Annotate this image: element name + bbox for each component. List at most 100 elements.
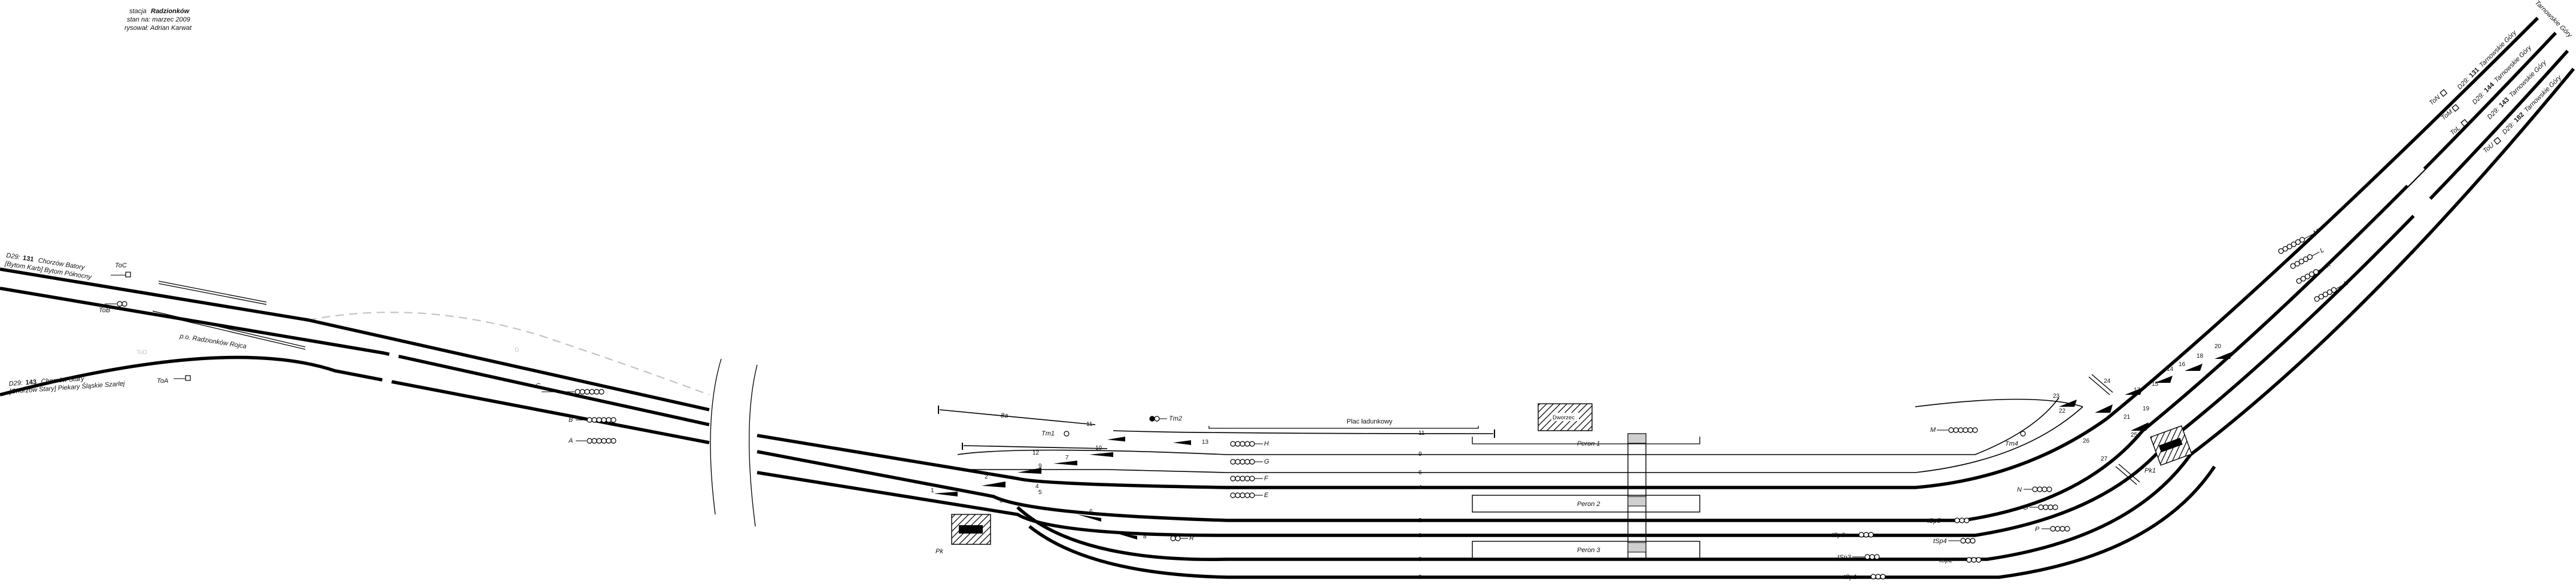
- track-line182-right: [2189, 68, 2575, 456]
- switch-wedge-20: [2214, 352, 2232, 359]
- indicator-tob: ToB: [99, 301, 127, 314]
- loading-yard: [1208, 426, 1479, 429]
- svg-text:143: 143: [2498, 96, 2510, 109]
- switch-5: 5: [1038, 489, 1042, 496]
- switch-19: 19: [2143, 406, 2150, 412]
- track-11: [1113, 430, 1494, 434]
- switch-wedge-24: [2125, 388, 2143, 395]
- switch-1: 1: [931, 488, 934, 494]
- shunting-sp3: tSp3: [1837, 554, 1880, 561]
- switch-wedge-10: [1089, 452, 1113, 457]
- stop-name: p.o. Radzionków Rojca: [179, 333, 247, 351]
- svg-text:Tm1: Tm1: [1041, 430, 1055, 437]
- svg-text:ToB: ToB: [99, 307, 110, 314]
- switch-wedge-8: [1113, 532, 1137, 540]
- switch-18: 18: [2197, 353, 2204, 359]
- svg-text:D29:: D29:: [2486, 106, 2501, 121]
- svg-text:tSp5: tSp5: [1927, 517, 1942, 525]
- left-approach: p.o. Radzionków Rojca D29: 131 Chorzów B…: [0, 252, 758, 527]
- signal-tm4: Tm4: [2005, 431, 2026, 447]
- track-label-4: 4: [1418, 485, 1422, 491]
- signal-b: B: [569, 416, 616, 423]
- platform-2: [1472, 495, 1700, 513]
- stop-platform-a: [158, 281, 267, 305]
- svg-text:tSp3: tSp3: [1837, 554, 1852, 561]
- switch-6: 6: [1089, 508, 1093, 515]
- track-4-right-loop: [1915, 398, 2083, 407]
- switch-wedge-1: [934, 492, 958, 496]
- switch-wedge-4: [1017, 468, 1041, 474]
- svg-text:A: A: [568, 437, 573, 444]
- crossing-mark-b: [2115, 464, 2140, 485]
- track-label-9: 9: [1418, 451, 1422, 458]
- svg-text:tSp1: tSp1: [1843, 574, 1857, 581]
- svg-text:ToC: ToC: [115, 262, 127, 269]
- svg-text:ToM: ToM: [2440, 108, 2455, 122]
- signal-tm2: Tm2: [1149, 415, 1182, 422]
- switch-21: 21: [2124, 414, 2131, 421]
- signal-g: G: [1230, 458, 1269, 465]
- signal-c: C: [536, 382, 604, 395]
- signal-l-right: L: [2290, 246, 2325, 269]
- gray-label-d: D: [515, 347, 519, 354]
- svg-text:Pk: Pk: [935, 548, 943, 555]
- switch-wedge-21: [2131, 422, 2149, 431]
- switch-20: 20: [2214, 343, 2222, 350]
- label-line143: D29: 143 Chorzów Stary [Chorzów Stary] P…: [8, 375, 125, 395]
- header-state: stan na: marzec 2009: [127, 16, 190, 23]
- loading-yard-label: Plac ładunkowy: [1347, 418, 1393, 425]
- track-9: [957, 397, 2059, 455]
- track-4: [757, 417, 2108, 489]
- track-label-6: 6: [1418, 470, 1422, 476]
- track-label-8a: 8a: [1001, 412, 1008, 419]
- switch-wedge-6: [1077, 514, 1101, 522]
- svg-text:P: P: [2035, 526, 2040, 533]
- signal-o: O: [2023, 504, 2058, 511]
- indicator-toa: ToA: [157, 375, 191, 385]
- switch-wedge-13: [1173, 440, 1191, 445]
- switch-8: 8: [1143, 534, 1147, 540]
- right-approach: 14 15 16 17 18 19 20 21 22 23 24 25 26 2…: [1831, 0, 2575, 581]
- svg-text:D29:: D29:: [2471, 91, 2486, 106]
- track-1: [757, 441, 2168, 537]
- svg-text:Tm2: Tm2: [1169, 415, 1182, 422]
- svg-text:tSp6: tSp6: [1831, 532, 1846, 539]
- platform-1: [1472, 437, 1700, 444]
- header-title-prefix: stacja: [129, 8, 147, 15]
- track-3: [1016, 453, 2192, 562]
- svg-text:ToN: ToN: [2428, 94, 2442, 107]
- track-line131-a: [0, 267, 309, 322]
- switch-9: 9: [1038, 463, 1042, 470]
- shunting-sp6: tSp6: [1831, 532, 1874, 539]
- signal-e: E: [1230, 492, 1269, 499]
- svg-text:L: L: [2319, 246, 2325, 254]
- svg-text:B: B: [569, 416, 573, 423]
- switch-wedge-11: [1107, 437, 1125, 441]
- svg-text:D29:: D29:: [8, 379, 23, 388]
- svg-text:Pk1: Pk1: [2144, 467, 2156, 474]
- platform-1-label: Peron 1: [1577, 440, 1600, 447]
- switch-wedge-18: [2185, 364, 2203, 371]
- track-line144-right: [2141, 32, 2557, 432]
- switch-17: 17: [2134, 387, 2141, 394]
- svg-text:144: 144: [2483, 81, 2496, 94]
- svg-text:131: 131: [22, 254, 34, 263]
- switch-22: 22: [2059, 408, 2066, 415]
- switch-15: 15: [2152, 381, 2159, 388]
- svg-text:G: G: [1264, 458, 1269, 465]
- switch-wedge-22: [2095, 404, 2113, 413]
- svg-text:182: 182: [2513, 111, 2525, 124]
- station-building-label: Dworzec: [1553, 415, 1575, 421]
- switch-10: 10: [1095, 445, 1102, 452]
- crossing-mark-a: [2088, 374, 2113, 395]
- indicator-ton: ToN: [2428, 89, 2448, 107]
- switch-wedge-23: [2059, 400, 2077, 407]
- svg-text:H: H: [1264, 440, 1269, 447]
- switch-26: 26: [2083, 438, 2090, 444]
- switch-11: 11: [1086, 421, 1093, 428]
- track-label-2: 2: [1418, 517, 1422, 524]
- switch-14: 14: [2167, 366, 2174, 373]
- svg-text:tSp2: tSp2: [1939, 557, 1953, 564]
- disused-track: [308, 312, 710, 396]
- svg-text:D29:: D29:: [2456, 76, 2471, 91]
